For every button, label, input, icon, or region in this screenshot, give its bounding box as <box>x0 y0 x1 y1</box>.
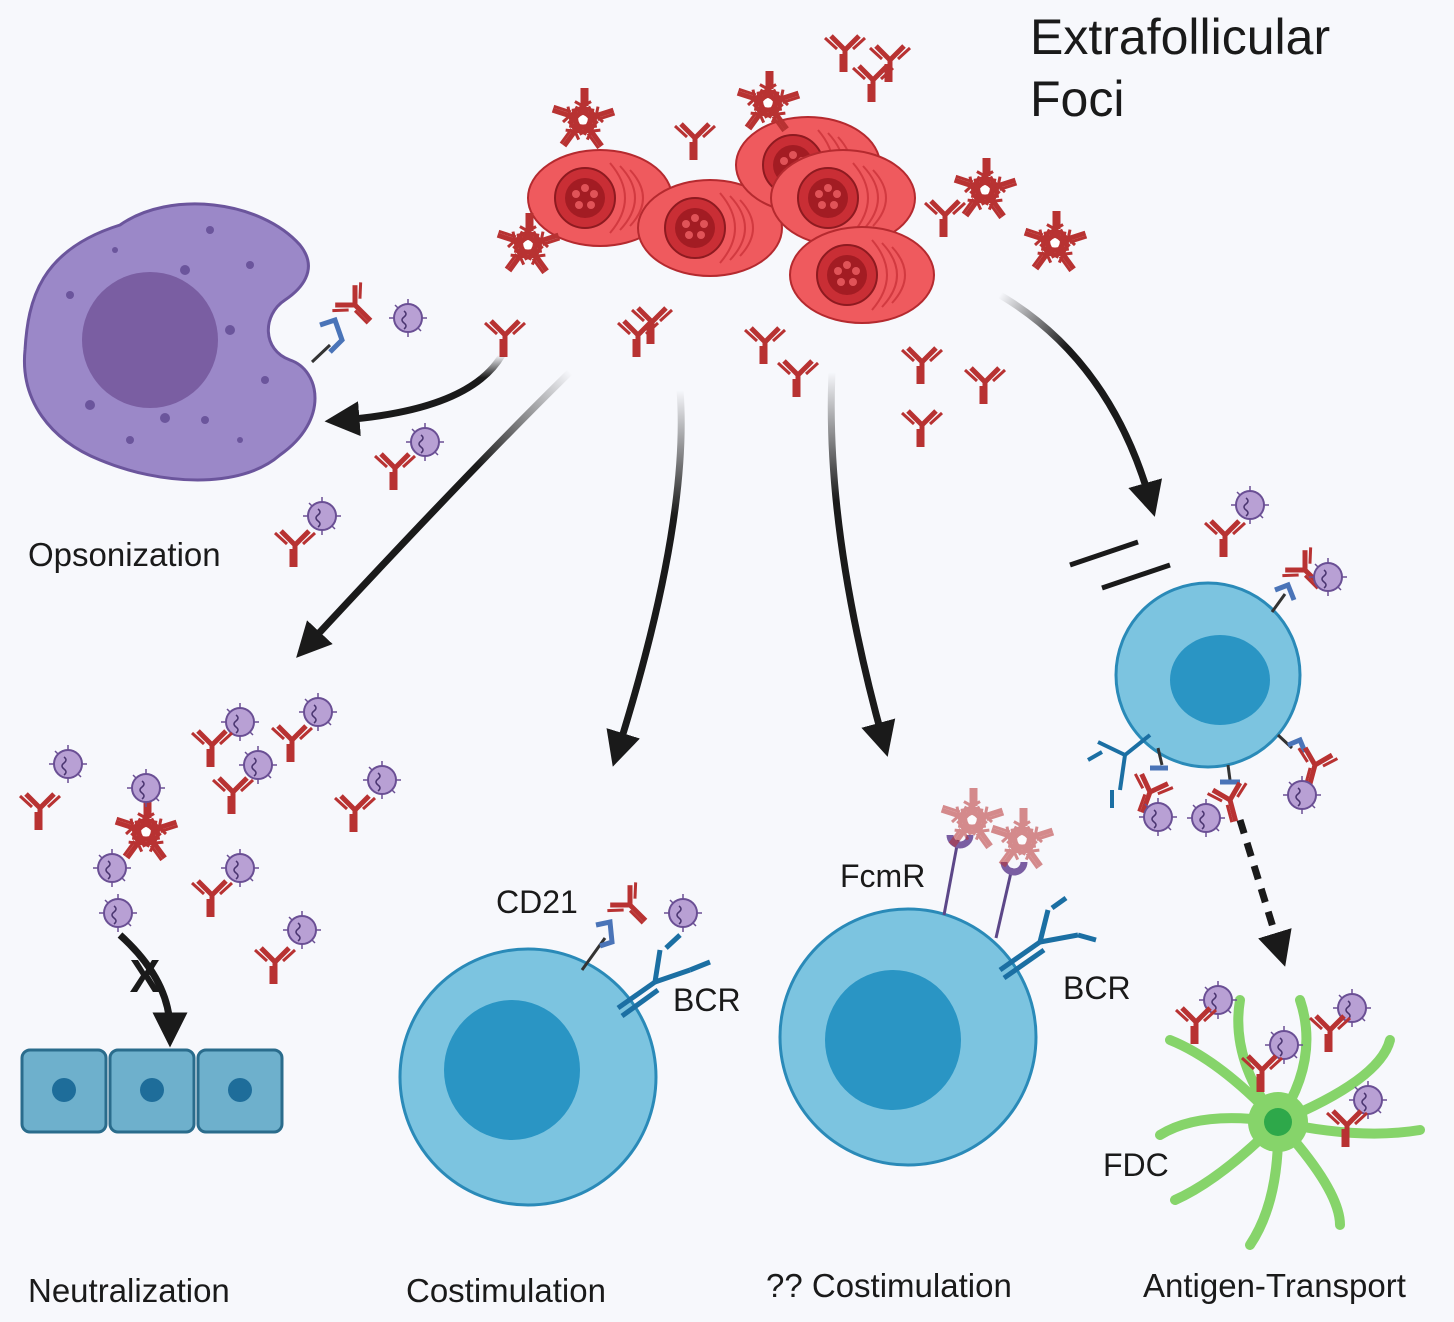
label-bcr-1: BCR <box>673 982 741 1018</box>
epithelial-cells <box>20 1048 284 1134</box>
igg-antibody <box>745 328 785 364</box>
macrophage <box>22 202 428 482</box>
bcr-receptor <box>616 933 711 1019</box>
b-cell-fcmr <box>778 788 1097 1167</box>
b-cell-cd21 <box>398 881 711 1207</box>
cd21-receptor <box>580 937 607 971</box>
arrow-to-opsonization <box>324 353 506 437</box>
b-cell-nucleus <box>444 1000 580 1140</box>
b-cell-nucleus <box>825 970 961 1110</box>
virus-particle <box>663 893 703 933</box>
bcr-receptor <box>998 895 1097 981</box>
arrow-to-neutralization <box>296 369 573 658</box>
igg-antibody <box>485 321 525 357</box>
igg-antibody <box>375 454 415 490</box>
diagram-title: Extrafollicular Foci <box>1030 6 1330 130</box>
macrophage-nucleus <box>82 272 218 408</box>
fcmr-receptor <box>942 839 1014 939</box>
arrow-to-fcmr-costimulation <box>827 371 896 757</box>
pathway-arrows <box>296 291 1292 967</box>
blocked-mark: X <box>130 950 161 1002</box>
virus-particle <box>1186 798 1226 838</box>
igg-antibody <box>275 531 315 567</box>
blocked-entry-arrow <box>117 932 188 1048</box>
virus-particle <box>388 298 428 338</box>
label-cd21: CD21 <box>496 884 578 920</box>
virus-particle <box>405 422 445 462</box>
break-marks <box>1069 539 1171 591</box>
plasma-cell-cluster <box>527 116 935 324</box>
igm-pentamer <box>1018 211 1091 281</box>
label-bcr-2: BCR <box>1063 970 1131 1006</box>
igg-antibody <box>902 348 942 384</box>
igg-antibody <box>1205 521 1245 557</box>
virus-particle <box>1230 485 1270 525</box>
igm-pentamer <box>948 158 1021 228</box>
label-antigen-transport: Antigen-Transport <box>1143 1267 1406 1304</box>
dashed-arrow-to-fdc <box>1236 818 1292 967</box>
igm-pentamer <box>546 88 619 158</box>
virus-particle <box>1282 775 1322 815</box>
b-cell-transport <box>1087 485 1348 838</box>
fdc-nucleus <box>1264 1108 1292 1136</box>
label-fcmr: FcmR <box>840 858 926 894</box>
bcr-receptor <box>1087 733 1152 808</box>
igg-antibody <box>902 411 942 447</box>
virus-particle <box>302 496 342 536</box>
b-cell-nucleus <box>1170 635 1270 725</box>
label-opsonization: Opsonization <box>28 536 221 573</box>
label-fcmr-costimulation: ?? Costimulation <box>766 1267 1012 1304</box>
label-costimulation: Costimulation <box>406 1272 606 1309</box>
arrow-to-costimulation <box>606 389 685 767</box>
neutralization-complexes <box>20 692 402 984</box>
label-neutralization: Neutralization <box>28 1272 230 1309</box>
igg-antibody <box>675 124 715 160</box>
igg-antibody <box>1310 1016 1350 1052</box>
follicular-dendritic-cell <box>1155 980 1425 1250</box>
igg-antibody <box>925 201 965 237</box>
label-fdc: FDC <box>1103 1147 1169 1183</box>
igg-antibody <box>1176 1008 1216 1044</box>
virus-particle <box>1308 557 1348 597</box>
title-line-1: Extrafollicular <box>1030 9 1331 65</box>
arrow-to-antigen-transport <box>998 291 1163 517</box>
igg-antibody <box>965 368 1005 404</box>
plasma-cell <box>789 226 935 324</box>
igg-antibody <box>778 361 818 397</box>
title-line-2: Foci <box>1030 71 1125 127</box>
